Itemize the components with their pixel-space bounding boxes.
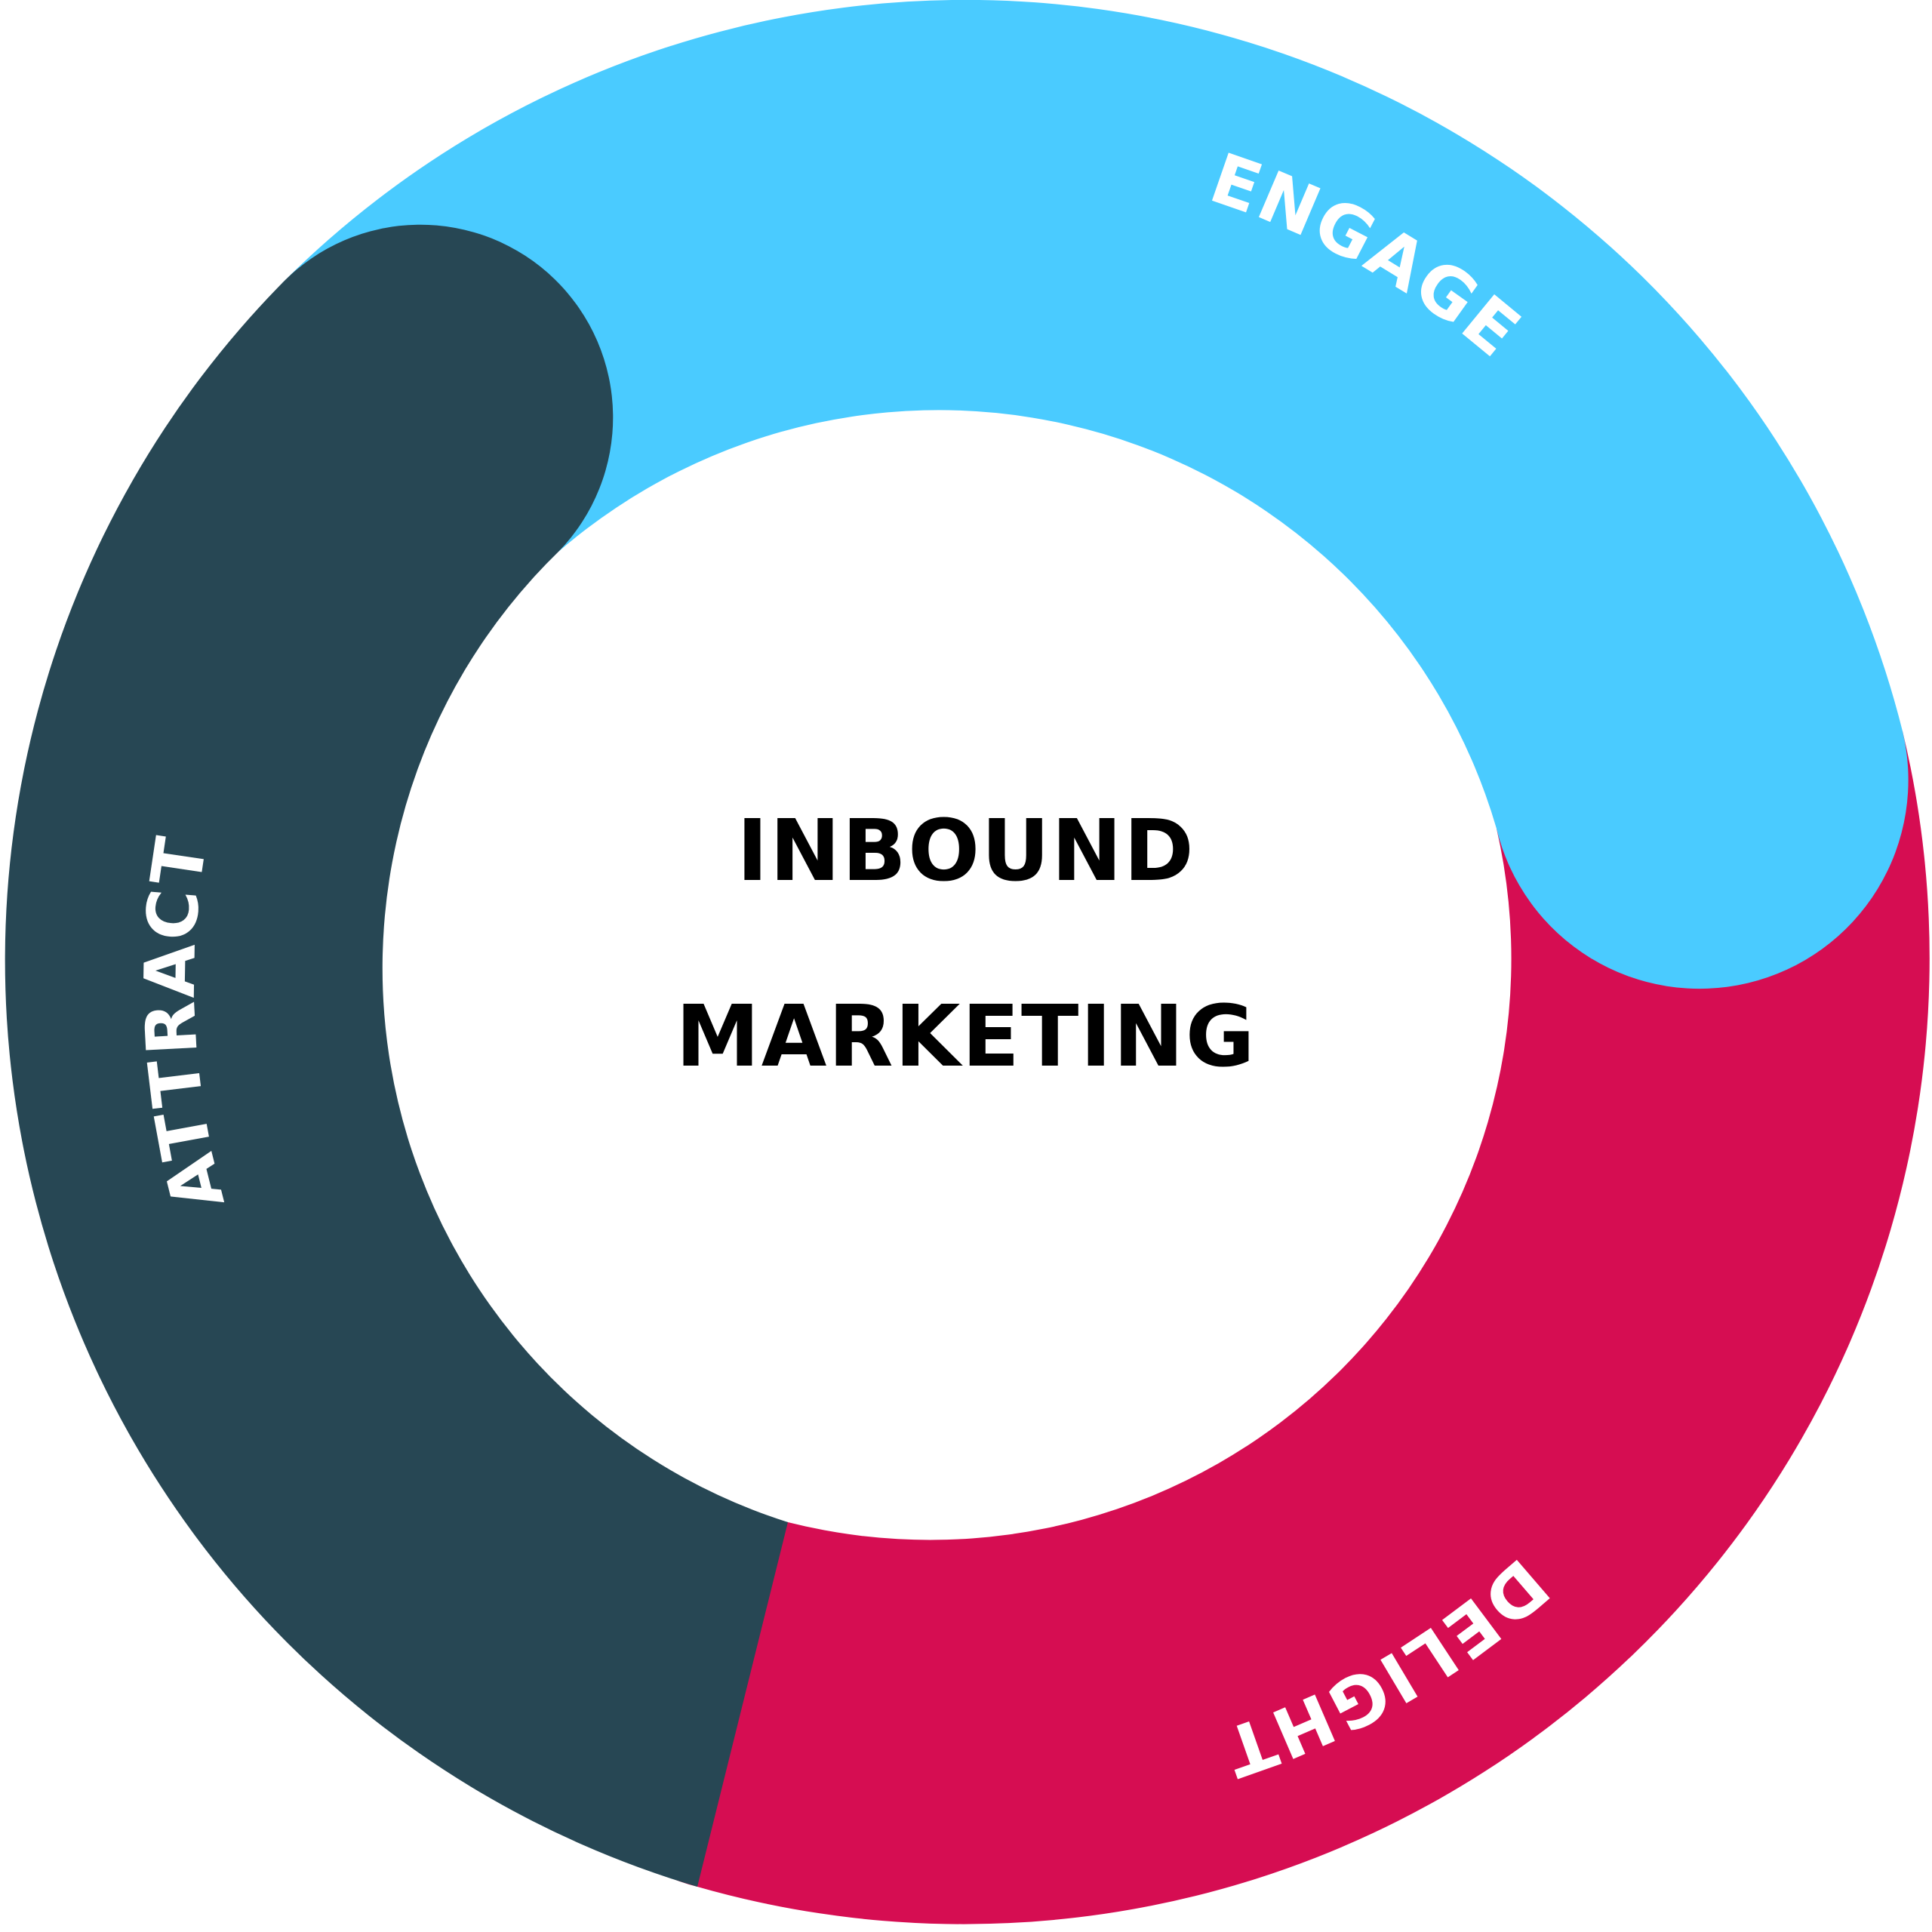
attract-segment [5,224,788,1887]
center-title-line-2: MARKETING [675,988,1256,1086]
delight-segment [555,731,1930,1924]
engage-segment [282,0,1909,989]
center-title-line-1: INBOUND [737,802,1195,900]
